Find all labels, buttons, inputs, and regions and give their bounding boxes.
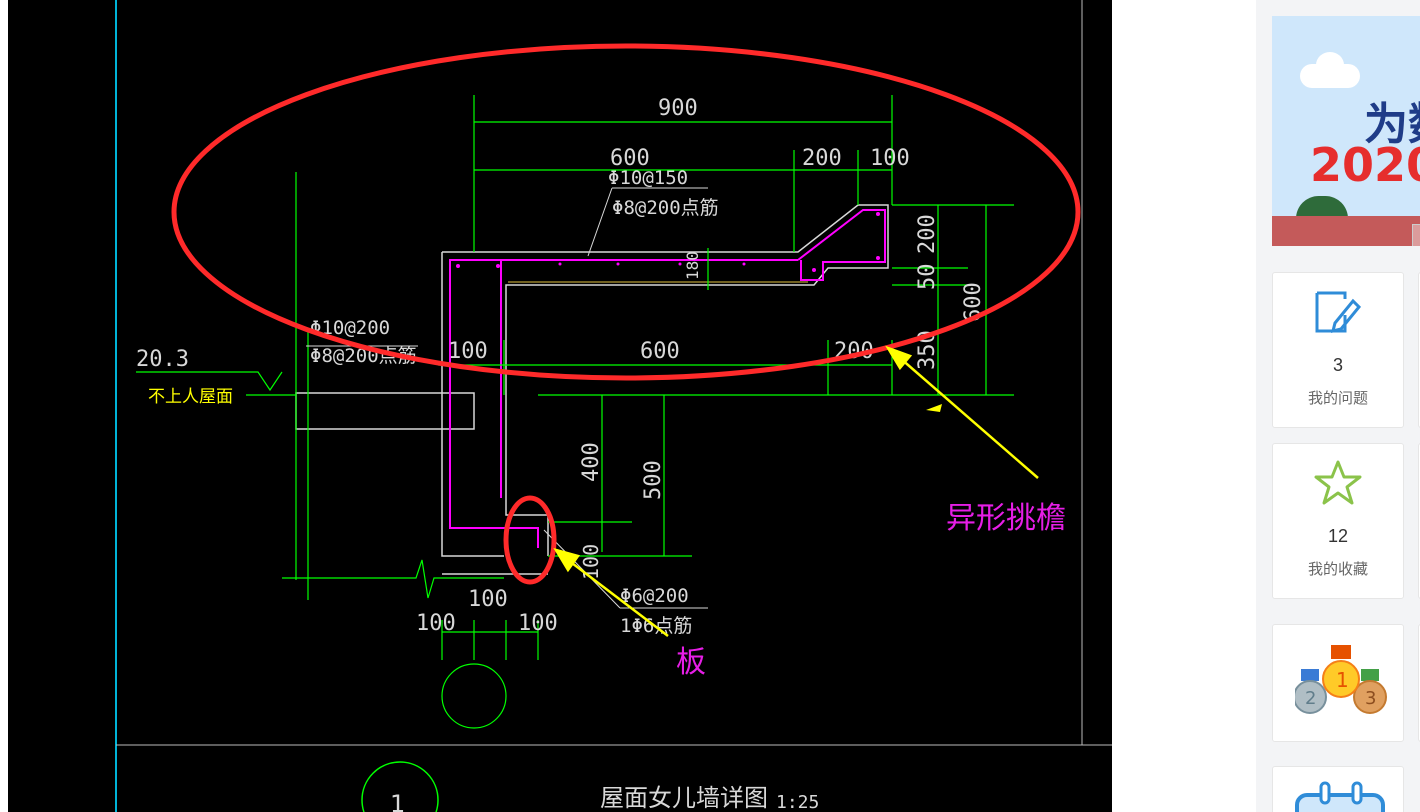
star-icon — [1313, 458, 1363, 512]
my-questions-count: 3 — [1332, 355, 1343, 375]
yellow-arrow-slab — [553, 547, 669, 637]
dim-100-bottom-right: 100 — [518, 611, 558, 636]
elevation-label: 20.3 — [136, 347, 189, 372]
red-ellipse-annotation — [171, 43, 1081, 381]
dim-100-bottom-left: 100 — [416, 611, 456, 636]
banner-prev-button[interactable]: ‹ — [1412, 224, 1420, 246]
right-sidebar: 为数 2020 ‹ 3 我的问题 12 我的收藏 — [1256, 0, 1420, 812]
dim-500: 500 — [641, 460, 666, 500]
dim-180: 180 — [683, 251, 702, 280]
cad-drawing-canvas: 900 600 200 100 180 100 600 200 50 200 3… — [115, 0, 1112, 812]
dim-200-vertical: 200 — [915, 214, 940, 254]
rebar-label-top-dist: Φ8@200点筋 — [612, 197, 719, 219]
medals-icon: 2 3 1 — [1293, 645, 1387, 723]
my-favorites-card[interactable]: 12 我的收藏 — [1272, 443, 1404, 599]
my-favorites-count: 12 — [1327, 526, 1349, 546]
banner-title-line2: 2020 — [1310, 138, 1420, 192]
dim-100-top: 100 — [870, 146, 910, 171]
detail-title: 屋面女儿墙详图 — [600, 784, 768, 812]
dim-100-mid: 100 — [448, 339, 488, 364]
dim-600-mid: 600 — [640, 339, 680, 364]
annotation-slab-label: 板 — [676, 645, 706, 680]
dimension-lines — [136, 95, 1014, 729]
rebar-label-left-dist: Φ8@200点筋 — [310, 345, 417, 367]
dim-50: 50 — [915, 264, 940, 291]
svg-text:2: 2 — [1305, 688, 1316, 709]
dim-900: 900 — [658, 96, 698, 121]
ground-graphic — [1272, 216, 1420, 246]
dim-100-vertical: 100 — [579, 544, 603, 580]
my-questions-card[interactable]: 3 我的问题 — [1272, 272, 1404, 428]
rebar-label-bottom-main: Φ6@200 — [620, 585, 689, 607]
rebar-label-left-main: Φ10@200 — [310, 317, 390, 339]
adjacent-card-2[interactable] — [1418, 443, 1420, 599]
adjacent-card-3[interactable] — [1418, 624, 1420, 742]
detail-number: 1 — [390, 790, 405, 812]
dim-200-top: 200 — [802, 146, 842, 171]
calendar-icon — [1295, 781, 1385, 812]
my-questions-label: 我的问题 — [1307, 389, 1368, 407]
detail-number-circle — [361, 761, 439, 812]
roof-note-label: 不上人屋面 — [148, 387, 233, 407]
dim-600-top: 600 — [610, 146, 650, 171]
dim-400: 400 — [579, 442, 604, 482]
rebar-label-top-main: Φ10@150 — [608, 167, 688, 189]
detail-scale: 1:25 — [776, 792, 819, 812]
calendar-card[interactable] — [1272, 766, 1404, 812]
edit-icon — [1313, 287, 1363, 341]
banner-title-line1: 为数 — [1364, 99, 1420, 150]
ranking-card[interactable]: 2 3 1 — [1272, 624, 1404, 742]
svg-text:3: 3 — [1365, 688, 1376, 709]
cad-drawing-view[interactable]: 900 600 200 100 180 100 600 200 50 200 3… — [8, 0, 1112, 812]
red-circle-annotation — [503, 495, 557, 585]
rebar-lines — [449, 209, 886, 548]
svg-text:1: 1 — [1336, 668, 1349, 692]
my-favorites-label: 我的收藏 — [1307, 560, 1368, 578]
small-yellow-marker — [926, 404, 942, 412]
cloud-graphic — [1300, 52, 1360, 88]
promo-banner[interactable]: 为数 2020 ‹ — [1272, 16, 1420, 246]
rebar-dots — [456, 212, 880, 272]
annotation-eave-label: 异形挑檐 — [946, 501, 1066, 536]
dim-100-bottom: 100 — [468, 587, 508, 612]
yellow-arrow-eave — [885, 345, 1039, 479]
adjacent-card-1[interactable] — [1418, 272, 1420, 428]
